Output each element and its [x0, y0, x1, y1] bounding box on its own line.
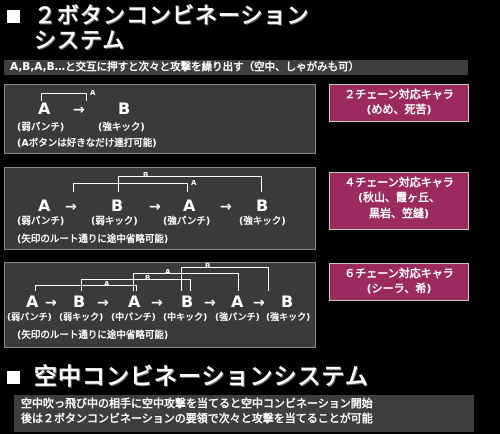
route-line — [86, 93, 87, 101]
combo-label: (弱パンチ) — [17, 216, 65, 227]
marker-a: A — [191, 179, 197, 187]
char-box-2chain: ２チェーン対応キャラ (めめ、死苦) — [329, 84, 469, 122]
page-title: ２ボタンコンビネーション — [34, 4, 310, 29]
marker-a: A — [104, 280, 110, 288]
char-box-names: 黒岩、笠縫) — [368, 207, 430, 220]
arrow-icon: → — [97, 295, 109, 311]
combo-letter: B — [181, 292, 194, 311]
combo-label: (中パンチ) — [111, 313, 156, 323]
combo-letter: A — [38, 99, 51, 118]
description-line: 後は２ボタンコンビネーションの要領で次々と攻撃を当てることが可能 — [21, 412, 373, 425]
route-line — [190, 279, 191, 291]
route-line — [187, 183, 188, 192]
combo-panel-4chain: B A A → B → A → B (弱パンチ) (弱キック) (強パンチ) (… — [4, 167, 316, 250]
intro-bar: A,B,A,B…と交互に押すと次々と攻撃を繰り出す（空中、しゃがみも可） — [4, 60, 468, 75]
marker-b: B — [143, 171, 149, 179]
arrow-icon: → — [73, 102, 85, 118]
combo-label: (強キック) — [239, 216, 286, 227]
combo-note: (矢印のルート通りに途中省略可能) — [17, 234, 169, 245]
route-line — [35, 285, 137, 286]
char-box-names: (秋山、霞ヶ丘、 — [357, 191, 441, 204]
route-line — [118, 176, 119, 192]
route-line — [133, 273, 239, 274]
combo-letter: B — [256, 196, 269, 215]
combo-letter: B — [73, 292, 86, 311]
combo-label: (弱キック) — [91, 216, 138, 227]
route-line — [238, 273, 239, 291]
route-line — [133, 273, 134, 291]
arrow-icon: → — [45, 295, 57, 311]
route-line — [73, 183, 74, 192]
combo-label: (強パンチ) — [163, 216, 211, 227]
heading-bullet — [7, 10, 20, 23]
char-box-4chain: ４チェーン対応キャラ (秋山、霞ヶ丘、 黒岩、笠縫) — [329, 172, 469, 230]
combo-letter: A — [38, 196, 51, 215]
combo-note: (矢印のルート通りに途中省略可能) — [17, 330, 169, 341]
char-box-names: (シーラ、希) — [366, 282, 432, 295]
arrow-icon: → — [149, 199, 161, 215]
char-box-names: (めめ、死苦) — [366, 103, 432, 116]
combo-label: (弱キック) — [59, 313, 104, 323]
combo-panel-6chain: B A B A A → B → A → B → A → B (弱パンチ) (弱キ… — [4, 262, 316, 348]
char-box-title: ６チェーン対応キャラ — [344, 267, 454, 280]
page-title-line2: システム — [34, 29, 126, 54]
route-line — [181, 267, 269, 268]
route-line — [261, 176, 262, 192]
char-box-6chain: ６チェーン対応キャラ (シーラ、希) — [329, 263, 469, 301]
combo-letter: A — [26, 292, 39, 311]
air-combo-description: 空中吹っ飛び中の相手に空中攻撃を当てると空中コンビネーション開始 後は２ボタンコ… — [14, 395, 474, 432]
combo-letter: A — [183, 196, 196, 215]
section-title-air-combo: 空中コンビネーションシステム — [34, 364, 369, 390]
description-line: 空中吹っ飛び中の相手に空中攻撃を当てると空中コンビネーション開始 — [21, 397, 373, 410]
arrow-icon: → — [253, 295, 265, 311]
char-box-title: ２チェーン対応キャラ — [344, 88, 454, 101]
heading-bullet — [7, 371, 20, 384]
route-line — [268, 267, 269, 291]
route-line — [118, 176, 262, 177]
combo-letter: B — [111, 196, 124, 215]
route-line — [41, 93, 42, 101]
combo-note: (Aボタンは好きなだけ連打可能) — [17, 138, 157, 149]
combo-label: (強パンチ) — [215, 313, 260, 323]
marker-a: A — [165, 268, 171, 276]
marker-b: B — [205, 262, 211, 270]
route-line — [35, 285, 36, 291]
combo-label: (中キック) — [163, 313, 208, 323]
combo-label: (弱パンチ) — [7, 313, 52, 323]
route-line — [81, 279, 191, 280]
combo-label: (強キック) — [266, 313, 311, 323]
route-line — [136, 285, 137, 291]
combo-letter: B — [118, 99, 131, 118]
arrow-icon: → — [151, 295, 163, 311]
marker-b: B — [145, 274, 151, 282]
route-line — [41, 93, 87, 94]
route-line — [73, 183, 188, 184]
combo-label: (強キック) — [98, 122, 145, 133]
arrow-icon: → — [220, 199, 232, 215]
arrow-icon: → — [65, 199, 77, 215]
marker-a: A — [90, 89, 96, 97]
combo-label: (弱パンチ) — [17, 122, 65, 133]
char-box-title: ４チェーン対応キャラ — [344, 176, 454, 189]
combo-letter: A — [128, 292, 141, 311]
combo-letter: A — [231, 292, 244, 311]
combo-letter: B — [281, 292, 294, 311]
arrow-icon: → — [204, 295, 216, 311]
combo-panel-2chain: A A → B (弱パンチ) (強キック) (Aボタンは好きなだけ連打可能) — [4, 84, 316, 154]
